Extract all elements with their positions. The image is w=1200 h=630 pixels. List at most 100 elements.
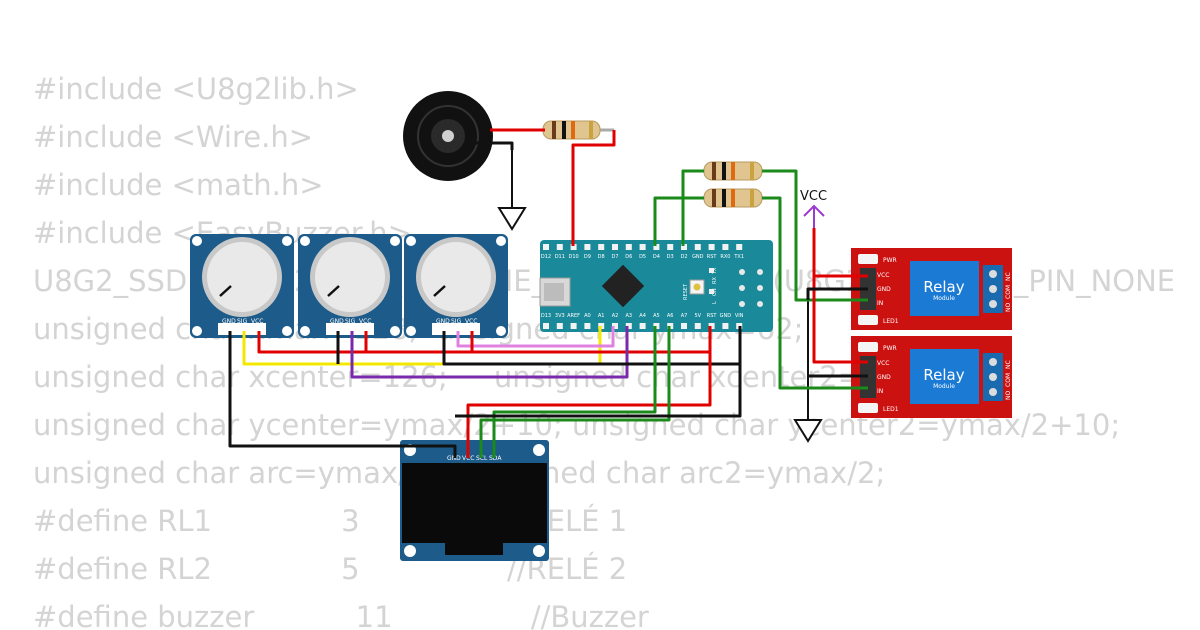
arduino-pin-label: A1: [598, 313, 605, 319]
relay-module-2: PWR LED1 VCC GND IN Relay Module NO COM …: [851, 336, 1012, 418]
pot3-vcc-label: VCC: [465, 318, 477, 325]
arduino-pin-d10: [570, 244, 577, 250]
oled-vcc-label: VCC: [462, 455, 474, 462]
buzzer: [403, 91, 493, 181]
vcc-symbol: VCC: [800, 189, 827, 228]
arduino-pin-label: AREF: [567, 313, 580, 319]
arduino-pin-label: D8: [598, 254, 605, 260]
arduino-pin-d5: [639, 244, 646, 250]
relay2-pwr-label: PWR: [883, 345, 897, 352]
arduino-pin-d11: [556, 244, 563, 250]
arduino-pin-label: D9: [584, 254, 591, 260]
arduino-pin-label: 5V: [694, 313, 701, 319]
code-line: #include <Wire.h>: [33, 120, 314, 154]
arduino-pin-d13: [543, 323, 549, 329]
arduino-pin-label: D11: [555, 254, 565, 260]
arduino-pin-rx0: [722, 244, 729, 250]
arduino-label-on: ON: [712, 288, 718, 296]
pot2-gnd-label: GND: [330, 318, 344, 325]
wire-oled-gnd-arduino: [455, 364, 742, 418]
wire-pot2-sig: [350, 326, 629, 379]
wire-oled-vcc: [466, 352, 712, 458]
relay1-com-label: COM: [1005, 285, 1012, 299]
arduino-pin-a7: [681, 323, 687, 329]
relay1-no-label: NO: [1005, 303, 1012, 312]
arduino-pin-label: GND: [720, 313, 732, 319]
relay2-subtitle: Module: [933, 383, 955, 390]
wire-buzzer-black: [475, 141, 514, 150]
wire-vcc-relay2: [812, 276, 868, 364]
code-line: #include <U8g2lib.h>: [33, 72, 359, 106]
relay2-com-label: COM: [1005, 373, 1012, 387]
arduino-pin-label: D5: [639, 254, 646, 260]
arduino-pin-label: D3: [667, 254, 674, 260]
arduino-pin-label: D10: [568, 254, 578, 260]
arduino-pin-rst: [708, 244, 715, 250]
arduino-pin-label: A7: [681, 313, 688, 319]
ground-symbol-buzzer: [497, 145, 527, 231]
wire-pot3-gnd: [442, 326, 742, 366]
code-line: #include <math.h>: [33, 168, 324, 202]
arduino-pin-gnd: [722, 323, 729, 329]
arduino-pin-a2: [612, 323, 618, 329]
arduino-pin-gnd: [694, 244, 701, 250]
arduino-label-tx: TX: [712, 267, 718, 275]
wires: [228, 128, 868, 458]
relay1-led-label: LED1: [883, 318, 899, 325]
resistor-buzzer: [530, 120, 614, 140]
oled-gnd-label: GND: [447, 455, 461, 462]
arduino-pin-d6: [625, 244, 632, 250]
relay2-title: Relay: [923, 366, 964, 384]
arduino-pin-d2: [681, 244, 687, 250]
wire-d11-resistor: [571, 130, 616, 246]
relay2-nc-label: NC: [1005, 360, 1012, 369]
arduino-pin-a3: [625, 323, 632, 329]
arduino-pin-label: D13: [541, 313, 551, 319]
potentiometer-2: GND SIG VCC: [298, 234, 402, 338]
wire-r1-relay1-in: [762, 169, 868, 302]
pot3-sig-label: SIG: [451, 318, 462, 325]
arduino-reset-label: RESET: [683, 283, 689, 300]
wire-d3-relay: [681, 169, 704, 246]
relay1-title: Relay: [923, 278, 964, 296]
arduino-pin-d8: [598, 244, 605, 250]
arduino-pin-label: VIN: [735, 313, 744, 319]
arduino-pin-a0: [584, 323, 591, 329]
ground-symbol-relays: [793, 290, 823, 443]
arduino-pin-label: A2: [612, 313, 619, 319]
arduino-pin-d12: [543, 244, 549, 250]
relay2-led-label: LED1: [883, 406, 899, 413]
arduino-pin-label: D12: [541, 254, 551, 260]
arduino-label-l: L: [712, 301, 718, 304]
relay1-vcc-label: VCC: [877, 272, 889, 279]
wire-oled-scl: [479, 326, 671, 458]
arduino-pin-label: D6: [625, 254, 632, 260]
arduino-pin-label: A5: [653, 313, 660, 319]
arduino-pin-label: A0: [584, 313, 591, 319]
relay1-nc-label: NC: [1005, 272, 1012, 281]
relay-module-1: PWR LED1 VCC GND IN Relay Module NO COM …: [851, 248, 1012, 330]
arduino-label-rx: RX: [712, 277, 718, 284]
wire-pot1-gnd: [228, 331, 457, 458]
arduino-pin-label: 3V3: [555, 313, 565, 319]
relay2-vcc-label: VCC: [877, 360, 889, 367]
relay2-no-label: NO: [1005, 391, 1012, 400]
arduino-pin-tx1: [736, 244, 743, 250]
oled-scl-label: SCL: [476, 455, 488, 462]
arduino-pin-3v3: [556, 323, 563, 329]
arduino-pin-d3: [667, 244, 674, 250]
arduino-pin-label: D4: [653, 254, 660, 260]
pot1-gnd-label: GND: [222, 318, 236, 325]
wire-oled-sda: [492, 326, 657, 458]
arduino-pin-d9: [584, 244, 591, 250]
arduino-pin-aref: [570, 323, 577, 329]
relay1-in-label: IN: [877, 300, 883, 307]
wire-r2-relay2-in: [762, 196, 868, 390]
wire-gnd-relay1: [806, 287, 868, 300]
arduino-pin-5v: [694, 323, 701, 329]
pot3-gnd-label: GND: [436, 318, 450, 325]
potentiometer-1: GND SIG VCC: [190, 234, 294, 338]
